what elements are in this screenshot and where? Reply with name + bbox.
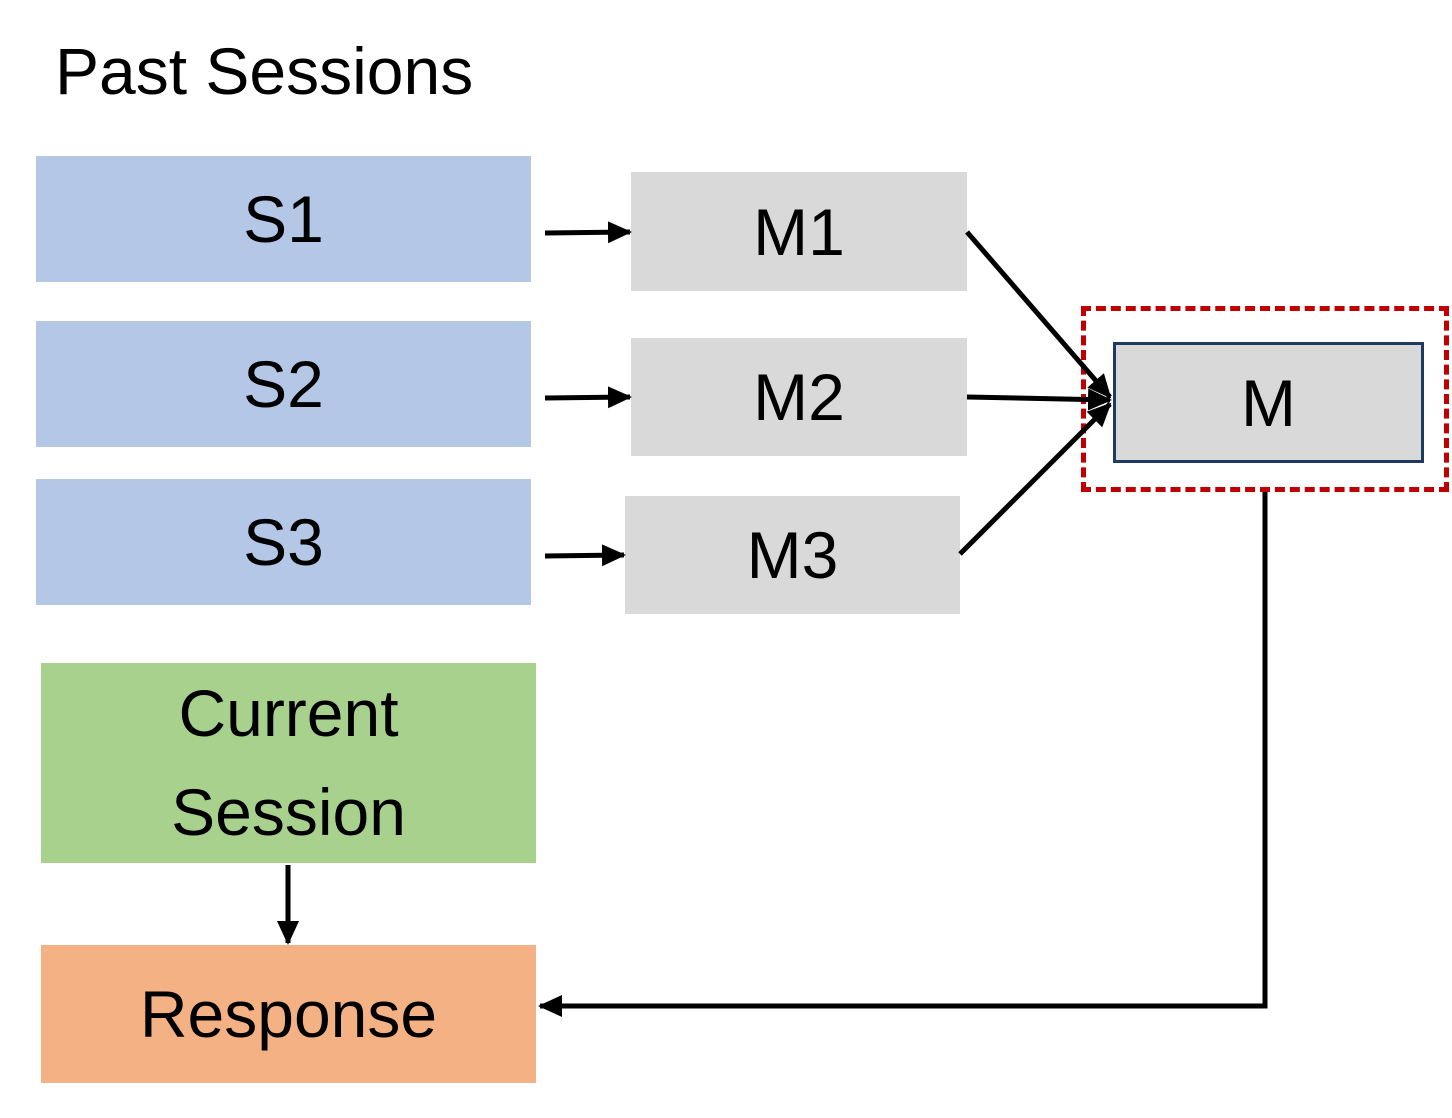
arrow-s2-m2 (544, 386, 632, 409)
arrow-m3-merged (958, 402, 1112, 556)
response-label: Response (139, 977, 438, 1051)
merged-memory-label: M (1241, 365, 1296, 440)
memory-box-m2: M2 (631, 338, 967, 456)
session-box-s1: S1 (36, 156, 531, 282)
arrow-s3-m3 (544, 544, 626, 567)
memory-label: M3 (746, 518, 839, 592)
current-session-box: Current Session (41, 663, 536, 863)
memory-label: M1 (753, 194, 845, 269)
current-session-line2: Session (171, 775, 406, 849)
arrow-m2-merged (966, 388, 1112, 411)
arrow-m1-merged (965, 230, 1112, 399)
memory-box-m3: M3 (625, 496, 960, 614)
arrow-merged-response (538, 492, 1268, 1017)
session-label: S2 (243, 347, 324, 421)
session-label: S3 (243, 505, 324, 579)
session-box-s2: S2 (36, 321, 531, 447)
memory-box-m1: M1 (631, 172, 967, 291)
response-box: Response (41, 945, 536, 1083)
diagram-title: Past Sessions (55, 34, 474, 108)
arrow-s1-m1 (544, 221, 632, 244)
current-session-line1: Current (178, 676, 399, 750)
session-box-s3: S3 (36, 479, 531, 605)
memory-label: M2 (753, 360, 845, 434)
merged-memory-box: M (1113, 342, 1424, 463)
session-label: S1 (243, 182, 324, 256)
